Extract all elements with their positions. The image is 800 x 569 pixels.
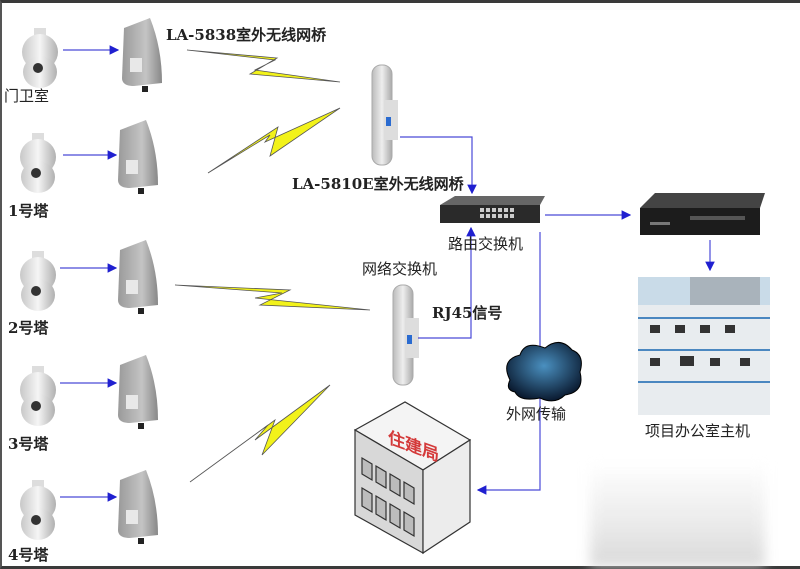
camera-link-arrows bbox=[60, 45, 120, 502]
camera-icons bbox=[20, 28, 58, 540]
label-rj45-signal: RJ45信号 bbox=[432, 304, 503, 322]
camera-icon bbox=[20, 480, 56, 540]
camera-icon bbox=[20, 251, 56, 311]
panel-antenna-icon bbox=[122, 18, 162, 92]
project-office-photo bbox=[638, 277, 770, 415]
label-tower-1: 1号塔 bbox=[8, 202, 49, 220]
label-project-office-host: 项目办公室主机 bbox=[645, 422, 751, 440]
panel-antenna-icon bbox=[118, 240, 158, 314]
wireless-bolt-icon bbox=[207, 107, 341, 174]
blurred-region bbox=[590, 462, 765, 567]
wireless-bolt-icon bbox=[186, 49, 341, 83]
wired-links bbox=[400, 136, 715, 495]
label-tower-2: 2号塔 bbox=[8, 319, 49, 337]
pole-antenna-icon bbox=[392, 284, 419, 386]
label-tower-3: 3号塔 bbox=[8, 435, 49, 453]
pole-antenna-icon bbox=[371, 64, 398, 166]
label-tower-4: 4号塔 bbox=[8, 546, 49, 564]
wireless-bolt-icon bbox=[174, 284, 371, 311]
camera-icon bbox=[20, 366, 56, 426]
wireless-bolt-icon bbox=[189, 384, 331, 483]
panel-antenna-icon bbox=[118, 120, 158, 194]
panel-antenna-icons bbox=[118, 18, 162, 544]
dvr-host-icon bbox=[640, 193, 765, 235]
camera-icon bbox=[22, 28, 58, 88]
label-bridge-la5838: LA-5838室外无线网桥 bbox=[166, 26, 327, 44]
label-network-switch: 网络交换机 bbox=[362, 260, 438, 278]
router-switch-icon bbox=[440, 196, 545, 223]
label-bridge-la5810e: LA-5810E室外无线网桥 bbox=[292, 175, 464, 193]
camera-icon bbox=[20, 133, 56, 193]
housing-bureau-building-icon bbox=[353, 401, 472, 555]
wireless-signal-icons bbox=[174, 49, 371, 483]
internet-cloud-icon bbox=[506, 342, 582, 402]
panel-antenna-icon bbox=[118, 355, 158, 429]
panel-antenna-icon bbox=[118, 470, 158, 544]
label-router-switch: 路由交换机 bbox=[448, 235, 524, 253]
label-internet-transmission: 外网传输 bbox=[506, 405, 567, 423]
label-gate-room: 门卫室 bbox=[4, 87, 50, 105]
